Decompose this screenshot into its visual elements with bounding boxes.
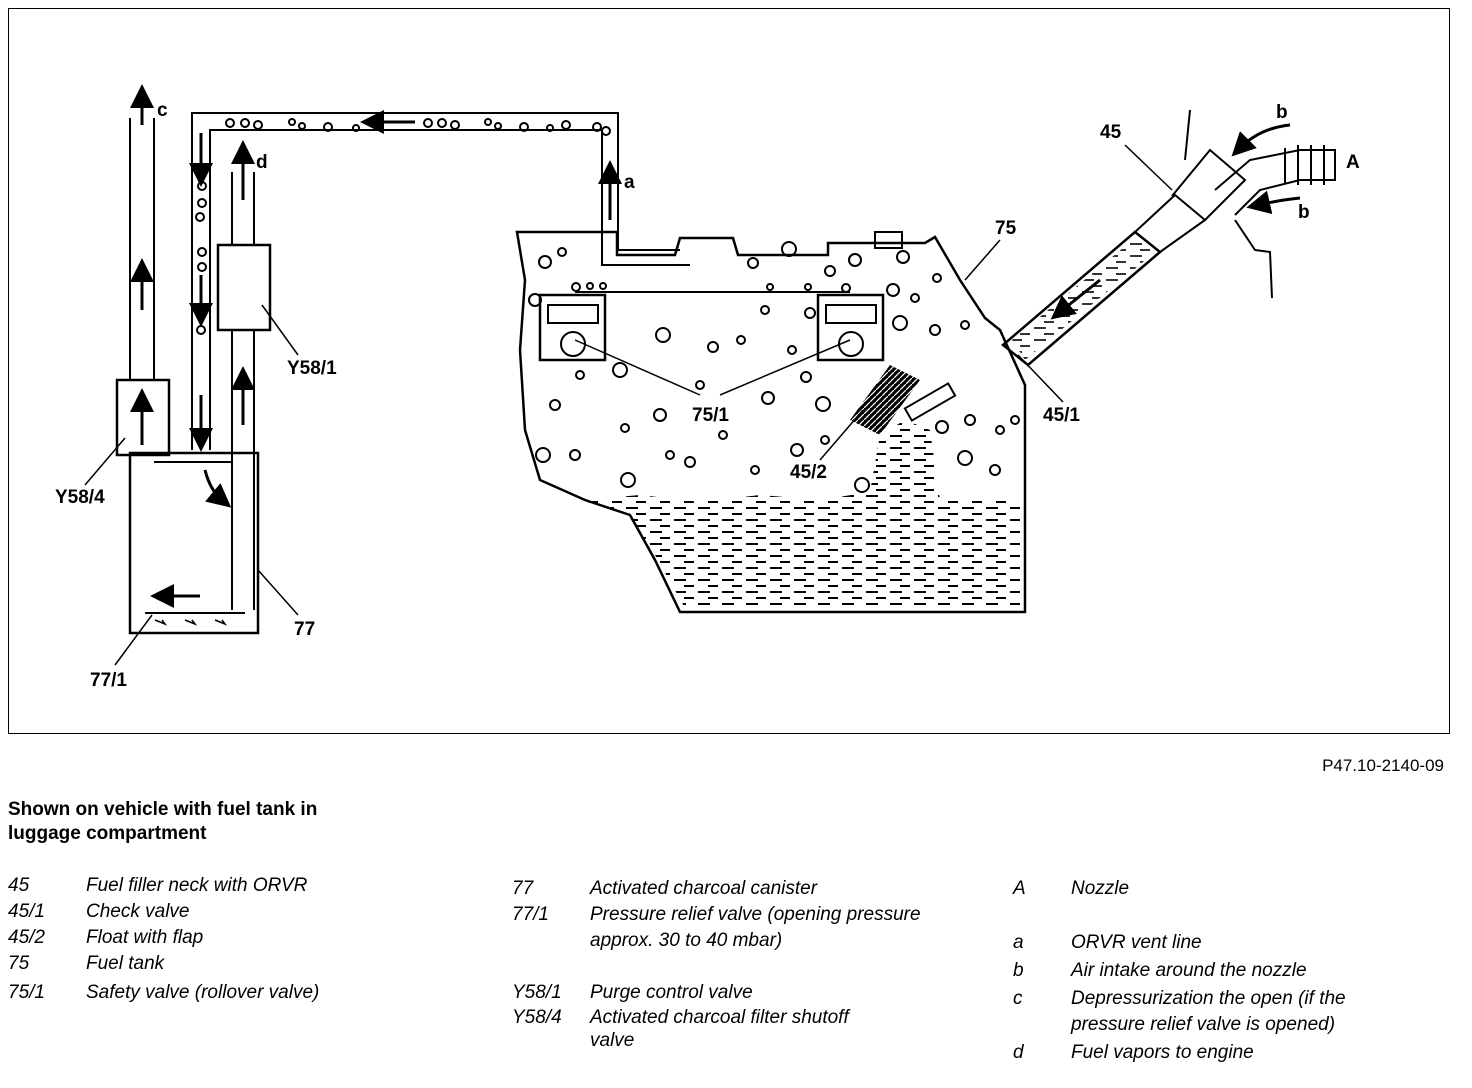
legend-desc: Fuel filler neck with ORVR [86,875,308,896]
label-75: 75 [995,218,1017,239]
legend-key: 75/1 [8,982,45,1003]
legend-item: b Air intake around the nozzle [1013,958,1453,984]
label-45-1: 45/1 [1043,405,1080,426]
legend-column-1: 45 Fuel filler neck with ORVR 45/1 Check v… [8,873,448,1006]
legend-item: Y58/4 Activated charcoal filter shutoff v… [512,1006,952,1052]
legend-desc: Pressure relief valve (opening pressure … [590,904,921,951]
label-y58-4: Y58/4 [55,487,105,508]
legend-item: 45/2 Float with flap [8,925,448,951]
legend-key: A [1013,878,1026,899]
orvr-vent-line-outer [191,112,680,450]
legend-desc: Fuel vapors to engine [1071,1042,1254,1063]
legend-key: 45/1 [8,901,45,922]
caption: Shown on vehicle with fuel tank in lugga… [8,799,318,844]
legend-item: 75/1 Safety valve (rollover valve) [8,980,448,1006]
legend-desc: Safety valve (rollover valve) [86,982,320,1003]
legend-key: 75 [8,953,30,974]
evap-system-diagram: c d a b b A 45 75 75/1 45/1 45/2 Y58/1 Y… [55,84,1360,691]
charcoal-canister [128,451,260,635]
legend-key: c [1013,988,1023,1009]
rollover-valve-left [538,293,607,362]
figure-code: P47.10-2140-09 [1322,756,1444,775]
legend-desc: Float with flap [86,927,204,948]
legend-item: d Fuel vapors to engine [1013,1040,1453,1066]
legend-desc: Activated charcoal filter shutoff valve [590,1007,849,1051]
legend-item: 77 Activated charcoal canister [512,876,952,902]
legend-key: Y58/4 [512,1007,562,1028]
legend-desc: Depressurization the open (if the pressu… [1071,988,1346,1035]
label-75-1: 75/1 [692,405,729,426]
legend-key: b [1013,960,1024,981]
legend-key: a [1013,932,1024,953]
legend-item: 45/1 Check valve [8,899,448,925]
label-d: d [256,152,268,173]
charcoal-filter-shutoff-valve [115,378,171,457]
label-45: 45 [1100,122,1122,143]
legend-column-3: A Nozzle a ORVR vent line b Air intake arou… [1013,876,1453,1066]
legend-key: Y58/1 [512,982,562,1003]
label-77: 77 [294,619,315,640]
legend-item: a ORVR vent line [1013,930,1453,956]
legend-desc: Nozzle [1071,878,1130,899]
label-c: c [157,100,168,121]
legend-desc: Purge control valve [590,982,753,1003]
fuel-tank-outline [515,230,1027,614]
legend-key: 77/1 [512,904,549,925]
label-a: a [624,172,635,193]
legend-desc: Check valve [86,901,190,922]
legend-item: Y58/1 Purge control valve [512,980,952,1006]
rollover-valve-right [816,293,885,362]
label-y58-1: Y58/1 [287,358,337,379]
legend-desc: Air intake around the nozzle [1071,960,1307,981]
label-A: A [1346,152,1360,173]
legend-item: 77/1 Pressure relief valve (opening press… [512,902,952,954]
legend-key: 45 [8,875,30,896]
label-b-top: b [1276,102,1288,123]
nozzle [1214,149,1336,216]
label-b-bottom: b [1298,202,1310,223]
legend-item: 45 Fuel filler neck with ORVR [8,873,448,899]
legend-key: d [1013,1042,1024,1063]
legend-item: 75 Fuel tank [8,951,448,977]
legend-key: 45/2 [8,927,45,948]
legend-desc: ORVR vent line [1071,932,1202,953]
legend-item: A Nozzle [1013,876,1453,902]
legend-item: c Depressurization the open (if the press… [1013,986,1453,1038]
legend-desc: Fuel tank [86,953,165,974]
diagram-frame [8,8,1450,734]
legend-desc: Activated charcoal canister [590,878,818,899]
float-with-flap [850,365,920,435]
purge-control-valve [216,243,272,332]
legend-column-2: 77 Activated charcoal canister 77/1 Pressu… [512,876,952,1052]
fuel-liquid [580,420,1020,608]
legend-key: 77 [512,878,534,899]
label-77-1: 77/1 [90,670,127,691]
label-45-2: 45/2 [790,462,827,483]
